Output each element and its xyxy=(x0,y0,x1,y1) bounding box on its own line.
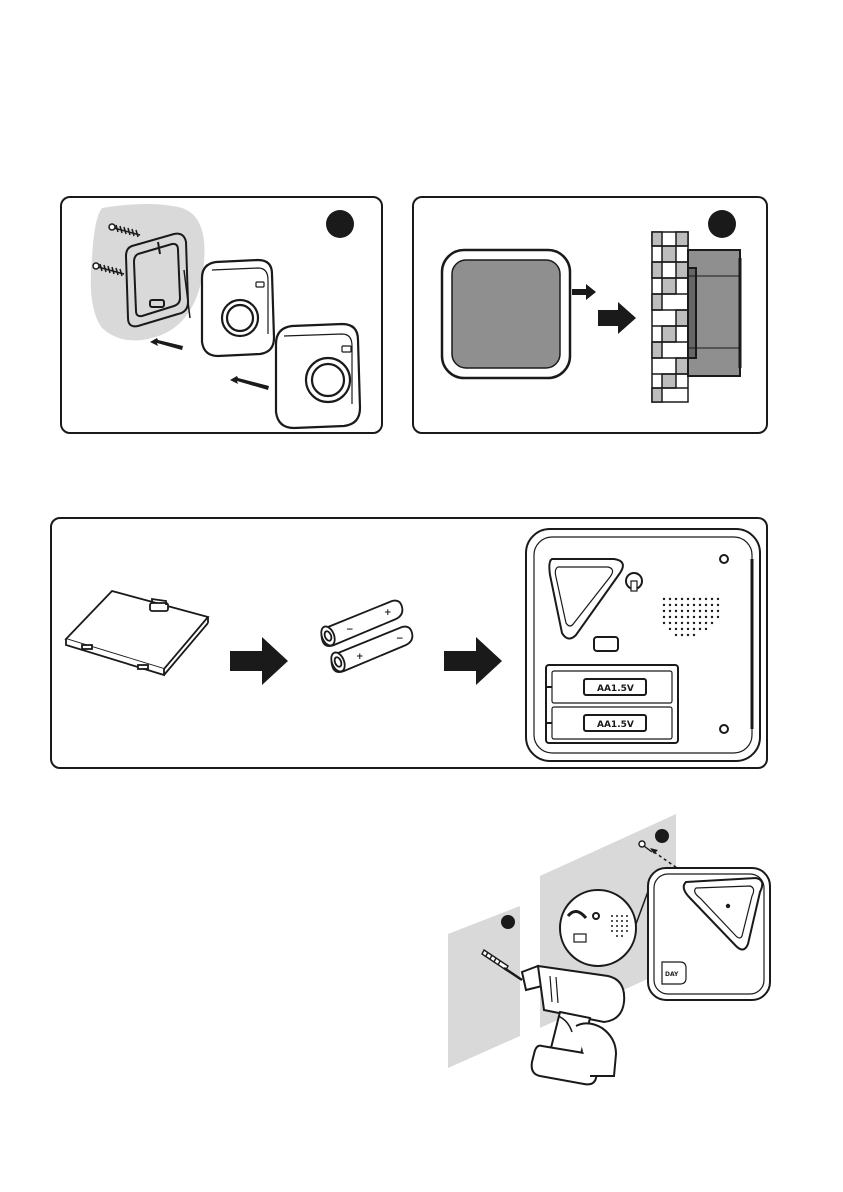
arrow-icon xyxy=(572,284,596,300)
doorbell-side-view xyxy=(688,250,740,376)
adhesive-pad xyxy=(452,260,560,368)
panel-adhesive-mount xyxy=(412,196,768,434)
arrow-icon xyxy=(230,376,269,390)
bracket-mount-illustration xyxy=(62,198,385,436)
battery-minus-sign: − xyxy=(346,625,354,635)
drill-icon xyxy=(504,966,624,1084)
panel-bracket-mount xyxy=(60,196,383,434)
step-marker-1 xyxy=(326,210,354,238)
battery-cover xyxy=(66,591,208,675)
device-brand-mark: DAY xyxy=(665,971,679,978)
battery-install-illustration: − + + − xyxy=(52,519,770,771)
panel-battery-install: − + + − xyxy=(50,517,768,769)
arrow-icon xyxy=(598,302,636,334)
arrow-icon xyxy=(230,637,288,685)
battery-plus-sign: + xyxy=(384,608,392,618)
battery-plus-sign: + xyxy=(356,652,364,662)
battery-slot-top-label: AA1.5V xyxy=(597,684,634,694)
doorbell-unit-icon xyxy=(648,868,770,1000)
wall-panel-left xyxy=(448,906,520,1068)
step-marker-2 xyxy=(708,210,736,238)
arrow-icon xyxy=(150,338,183,350)
battery-minus-sign: − xyxy=(396,634,404,644)
battery-slot-bottom-label: AA1.5V xyxy=(597,720,634,730)
adhesive-mount-illustration xyxy=(414,198,770,436)
brick-wall xyxy=(652,232,688,402)
wall-screw-illustration: DAY xyxy=(440,806,780,1086)
step-marker-right xyxy=(655,829,669,843)
wall-screw-mount: DAY xyxy=(440,806,780,1086)
arrow-icon xyxy=(444,637,502,685)
step-marker-left xyxy=(501,915,515,929)
doorbell-unit-icon xyxy=(276,324,360,428)
doorbell-unit-icon xyxy=(202,260,274,356)
